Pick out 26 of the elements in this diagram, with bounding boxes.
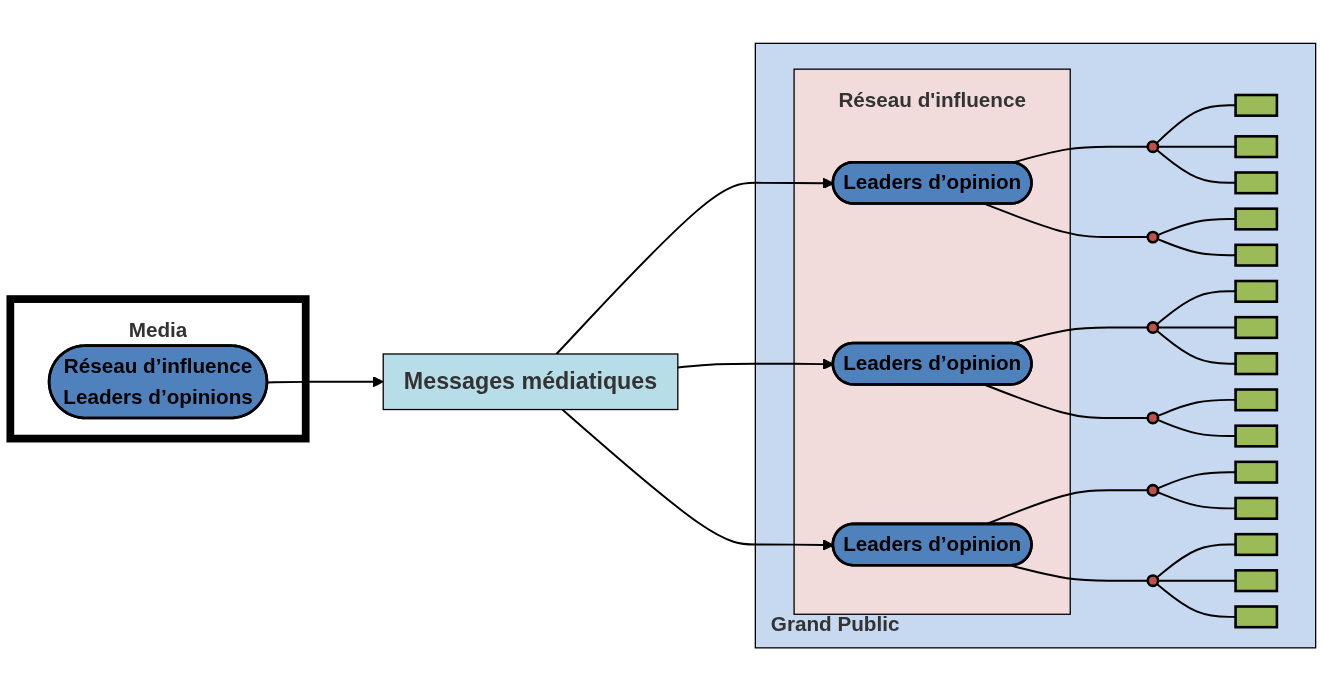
node-box — [1234, 424, 1279, 449]
node-box — [1234, 207, 1279, 232]
node-circle — [1146, 574, 1160, 588]
node-box — [1234, 460, 1279, 485]
node-box — [1234, 569, 1279, 593]
node-box — [1234, 388, 1279, 412]
node-box — [1234, 497, 1279, 521]
node-box — [1234, 243, 1279, 268]
node-box — [1234, 316, 1279, 340]
arrow — [561, 408, 834, 552]
node-box — [1234, 94, 1279, 118]
node-circle — [1146, 140, 1160, 154]
node-box — [1234, 280, 1279, 304]
node-circle — [1146, 411, 1160, 425]
node-circle — [1146, 231, 1160, 244]
node-box: Messages médiatiques — [382, 353, 679, 411]
node-box — [1234, 533, 1279, 557]
connector — [984, 203, 1149, 239]
node-circle — [1146, 321, 1160, 335]
node-circle — [1146, 484, 1160, 498]
node-box — [1234, 171, 1279, 195]
connector — [984, 384, 1149, 420]
node-box — [1234, 352, 1279, 376]
node-box — [1234, 135, 1279, 159]
arrow — [266, 376, 384, 388]
node-box — [1234, 605, 1279, 629]
